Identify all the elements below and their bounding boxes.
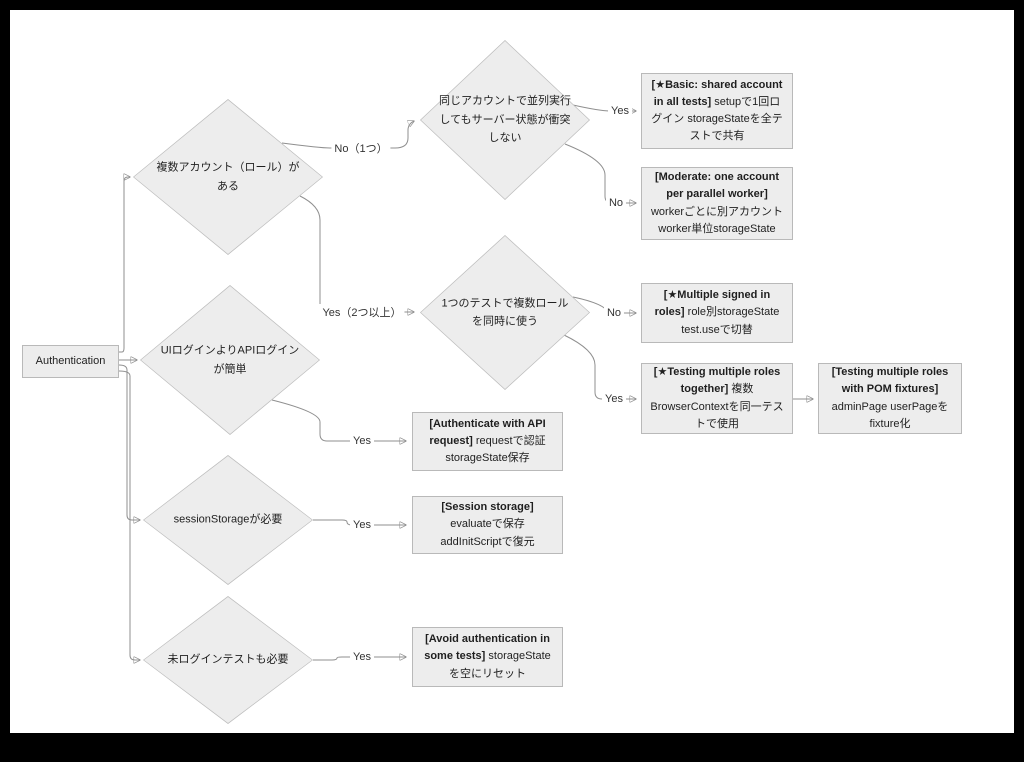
edge-label-yes-basic: Yes	[608, 105, 632, 117]
outcome-api-request-auth: [Authenticate with API request] requestで…	[412, 412, 563, 471]
decision-label: 複数アカウント（ロール）がある	[156, 161, 300, 192]
outcome-title: [Avoid authentication in some tests]	[424, 633, 550, 663]
outcome-title: [★Testing multiple roles together]	[653, 366, 781, 396]
decision-label: 未ログインテストも必要	[167, 653, 289, 666]
edge-label-yes-session: Yes	[350, 519, 374, 531]
decision-label: 1つのテストで複数ロールを同時に使う	[441, 296, 569, 328]
edge-label-yes-avoid: Yes	[350, 651, 374, 663]
edge-label-yes-roles-together: Yes	[602, 393, 626, 405]
node-authentication-label: Authentication	[35, 354, 106, 367]
decision-label: UIログインよりAPIログインが簡単	[160, 344, 300, 375]
node-authentication: Authentication	[22, 345, 119, 378]
edge-yes-to-api-request	[271, 399, 406, 441]
outcome-detail: setupで1回ログイン storageStateを全テストで共有	[651, 95, 783, 143]
decision-ui-vs-api-login: UIログインよりAPIログインが簡単	[140, 285, 320, 435]
outcome-basic-shared-account: [★Basic: shared account in all tests] se…	[641, 73, 793, 149]
outcome-detail: workerごとに別アカウント worker単位storageState	[650, 205, 783, 235]
edge-label-no-one: No（1つ）	[331, 140, 391, 156]
flowchart-canvas: Authentication 複数アカウント（ロール）がある UIログインよりA…	[10, 10, 1014, 733]
outcome-multiple-signed-in-roles: [★Multiple signed in roles] role別storage…	[641, 283, 793, 343]
outcome-title: [Moderate: one account per parallel work…	[654, 171, 780, 201]
edge-label-yes-two-or-more: Yes（2つ以上）	[319, 304, 405, 320]
edge-no-1-account	[281, 121, 414, 149]
decision-unauthenticated-tests: 未ログインテストも必要	[143, 596, 313, 724]
outcome-title: [Testing multiple roles with POM fixture…	[831, 366, 949, 396]
outcome-detail: evaluateで保存 addInitScriptで復元	[440, 518, 535, 548]
outcome-pom-fixtures: [Testing multiple roles with POM fixture…	[818, 363, 962, 434]
outcome-title: [Authenticate with API request]	[429, 417, 546, 447]
decision-label: sessionStorageが必要	[173, 513, 283, 526]
outcome-detail: 複数BrowserContextを同一テストで使用	[650, 383, 784, 430]
edge-root-to-no-login	[118, 370, 140, 660]
outcome-title: [★Multiple signed in roles]	[654, 289, 771, 319]
outcome-title: [★Basic: shared account in all tests]	[651, 78, 783, 108]
edge-root-to-multiple-accounts	[119, 177, 130, 353]
outcome-session-storage: [Session storage] evaluateで保存 addInitScr…	[412, 496, 563, 554]
decision-sessionstorage-needed: sessionStorageが必要	[143, 455, 313, 585]
outcome-detail: adminPage userPageをfixture化	[831, 400, 949, 430]
decision-multiple-accounts: 複数アカウント（ロール）がある	[133, 99, 323, 255]
decision-parallel-no-conflict: 同じアカウントで並列実行してもサーバー状態が衝突しない	[420, 40, 590, 200]
decision-label: 同じアカウントで並列実行してもサーバー状態が衝突しない	[439, 94, 571, 145]
outcome-detail: storageStateを空にリセット	[449, 650, 551, 680]
outcome-avoid-authentication: [Avoid authentication in some tests] sto…	[412, 627, 563, 687]
decision-multiple-roles-one-test: 1つのテストで複数ロールを同時に使う	[420, 235, 590, 390]
outcome-detail: requestで認証 storageState保存	[445, 434, 546, 465]
edge-label-no-multiple-roles: No	[603, 307, 625, 319]
outcome-title: [Session storage]	[441, 501, 534, 514]
edge-label-no-moderate: No	[605, 197, 627, 209]
outcome-detail: role別storageState test.useで切替	[681, 306, 780, 336]
outcome-moderate-per-worker: [Moderate: one account per parallel work…	[641, 167, 793, 240]
edge-yes-to-avoid-auth	[313, 657, 406, 661]
edge-label-yes-api: Yes	[350, 435, 374, 447]
outcome-testing-roles-together: [★Testing multiple roles together] 複数Bro…	[641, 363, 793, 434]
edge-yes-to-roles-together	[563, 334, 636, 399]
